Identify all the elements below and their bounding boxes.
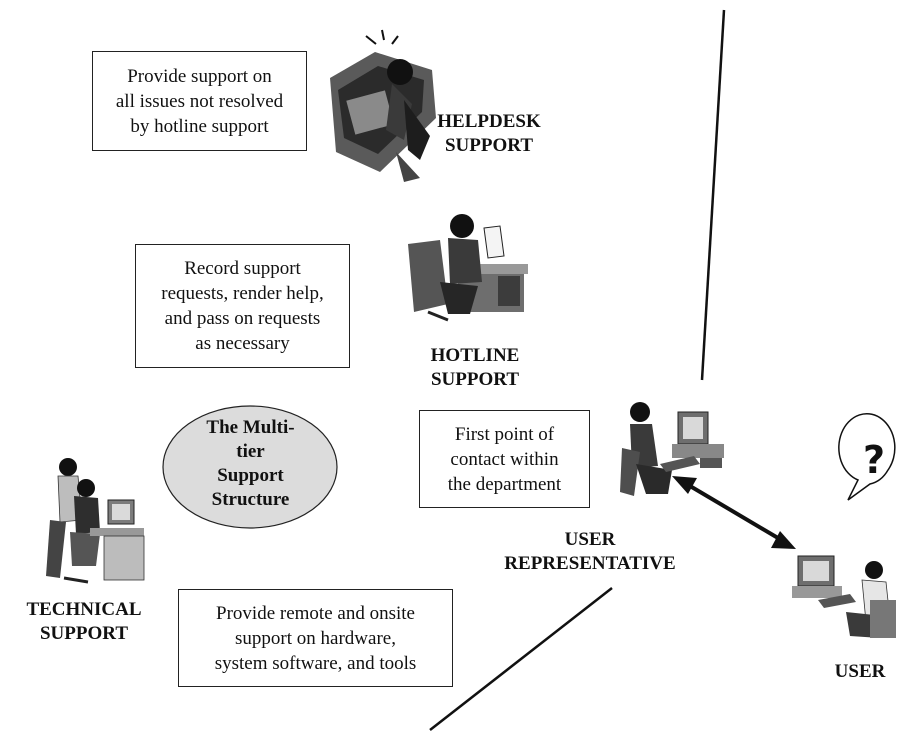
- hotline-description-line: as necessary: [195, 333, 290, 354]
- user-rep-description-line: the department: [447, 473, 562, 495]
- confused-user-at-computer-icon: [792, 412, 896, 638]
- hotline-label: HOTLINE SUPPORT: [430, 345, 520, 390]
- person-at-computer-icon: [620, 402, 724, 496]
- user-rep-description-line: contact within: [450, 448, 559, 470]
- helpdesk-label: HELPDESK SUPPORT: [437, 111, 541, 156]
- center-title: The Multi- tier Support Structure: [206, 417, 295, 510]
- hotline-description-line: Record support: [184, 258, 301, 279]
- hotline-description-box: Record support requests, render help, an…: [135, 244, 350, 368]
- two-people-at-computer-icon: [46, 458, 145, 584]
- technical-description-line: system software, and tools: [214, 652, 417, 674]
- helpdesk-description-line: Provide support on: [127, 65, 272, 87]
- user-rep-description-line: First point of: [454, 423, 555, 445]
- hotline-description-line: requests, render help,: [161, 283, 324, 304]
- hotline-description-line: and pass on requests: [164, 308, 321, 329]
- technical-description-line: Provide remote and onsite: [216, 602, 415, 624]
- person-on-phone-at-desk-icon: [408, 214, 528, 322]
- divider-line-lower: [429, 587, 613, 731]
- user-rep-description-box: First point of contact within the depart…: [419, 410, 590, 508]
- question-mark-icon: ?: [862, 438, 886, 482]
- helpdesk-description-line: all issues not resolved: [115, 90, 284, 112]
- technical-label: TECHNICAL SUPPORT: [26, 599, 142, 644]
- double-arrow: [672, 476, 796, 549]
- helpdesk-description-line: by hotline support: [130, 115, 269, 137]
- technical-description-box: Provide remote and onsite support on har…: [178, 589, 453, 687]
- user-label: USER: [834, 661, 886, 682]
- technical-description-line: support on hardware,: [235, 627, 396, 649]
- helpdesk-description-box: Provide support on all issues not resolv…: [92, 51, 307, 151]
- center-ellipse: [162, 405, 338, 529]
- person-at-desk-on-phone-icon: [330, 29, 436, 182]
- user-rep-label: USER REPRESENTATIVE: [504, 529, 676, 574]
- divider-line-upper: [700, 9, 726, 381]
